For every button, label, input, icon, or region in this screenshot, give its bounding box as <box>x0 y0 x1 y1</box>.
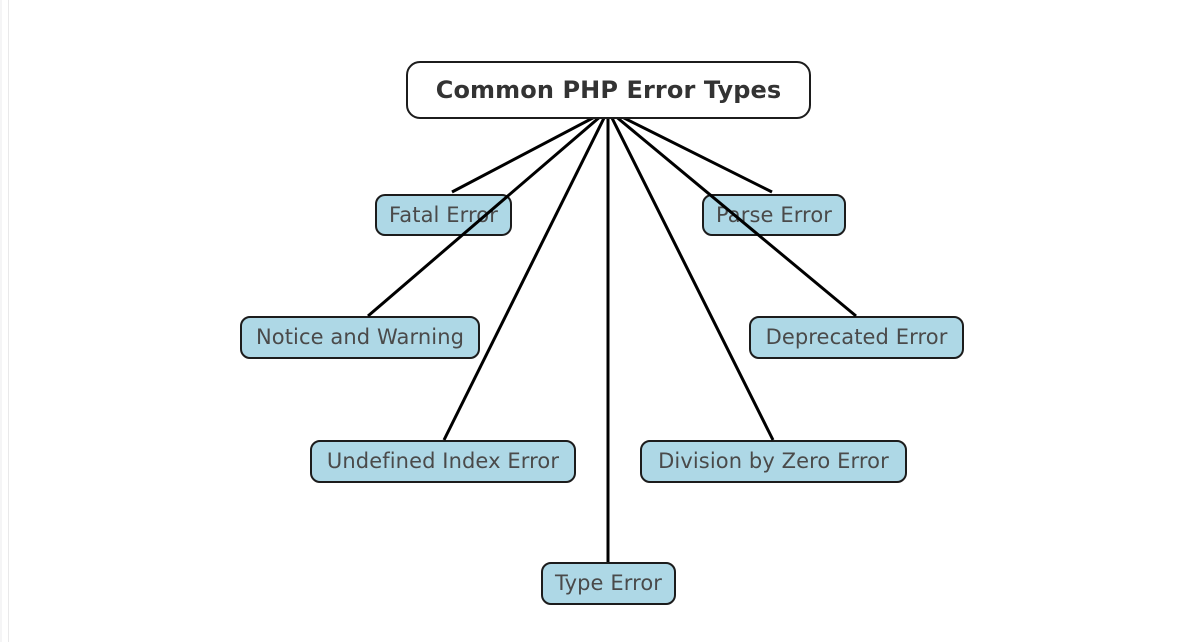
node-fatal-error-label: Fatal Error <box>389 202 498 227</box>
node-parse-error[interactable]: Parse Error <box>702 194 846 236</box>
node-division-by-zero-error[interactable]: Division by Zero Error <box>640 440 907 483</box>
edge-root-to-parse-error <box>607 108 773 194</box>
edge-root-to-fatal-error <box>451 108 609 194</box>
node-parse-error-label: Parse Error <box>715 202 833 227</box>
edge-root-to-undefined-index-error <box>442 109 610 441</box>
node-root-label: Common PHP Error Types <box>435 76 782 104</box>
left-gutter-line <box>8 0 9 642</box>
node-type-error-label: Type Error <box>554 571 663 595</box>
edge-root-to-division-by-zero-error <box>606 109 775 441</box>
node-notice-and-warning-label: Notice and Warning <box>255 325 465 349</box>
node-type-error[interactable]: Type Error <box>541 562 676 605</box>
left-page-edge <box>0 0 2 642</box>
node-undefined-index-error-label: Undefined Index Error <box>326 449 560 473</box>
node-root[interactable]: Common PHP Error Types <box>406 61 811 119</box>
node-fatal-error[interactable]: Fatal Error <box>375 194 512 236</box>
node-division-by-zero-error-label: Division by Zero Error <box>658 449 889 473</box>
node-notice-and-warning[interactable]: Notice and Warning <box>240 316 480 359</box>
node-undefined-index-error[interactable]: Undefined Index Error <box>310 440 576 483</box>
node-deprecated-error-label: Deprecated Error <box>765 325 948 349</box>
node-deprecated-error[interactable]: Deprecated Error <box>749 316 964 359</box>
